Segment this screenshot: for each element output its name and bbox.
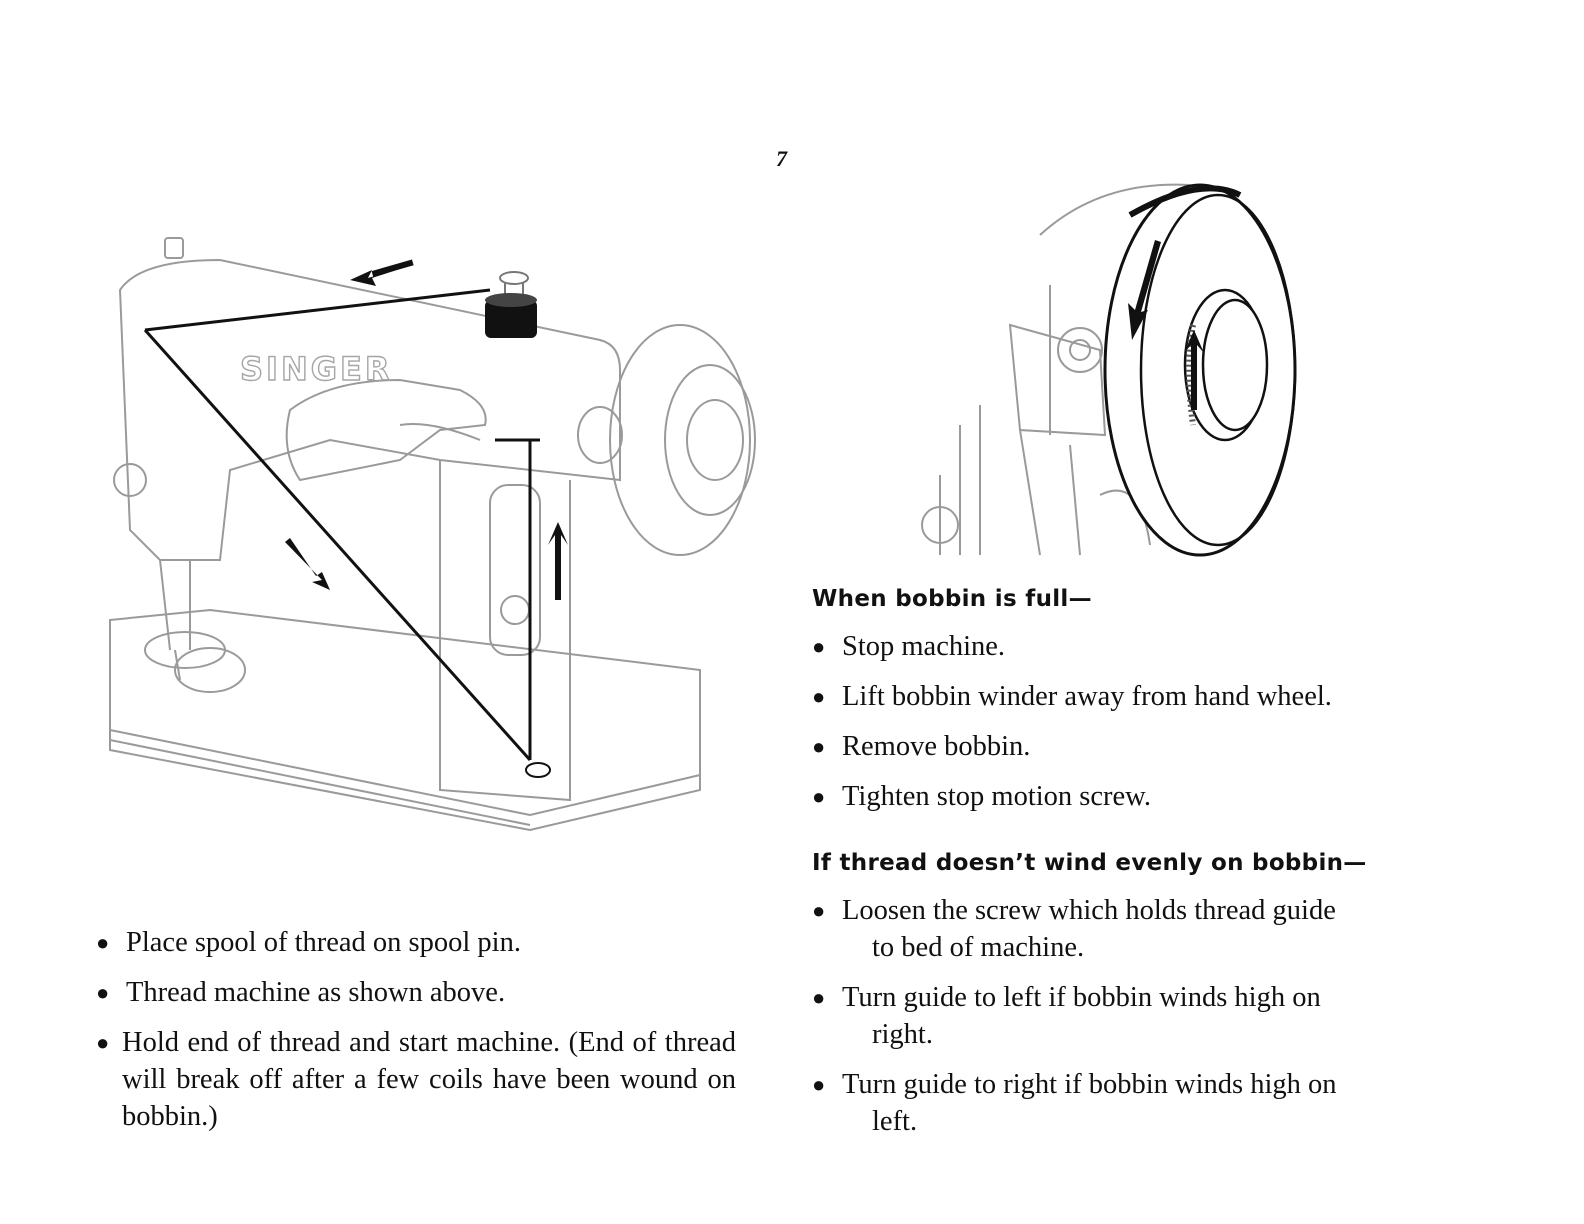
bobbin-full-steps: Stop machine. Lift bobbin winder away fr… — [812, 628, 1462, 828]
rotation-arrows — [1128, 240, 1204, 410]
list-item-text: Hold end of thread and start machine. (E… — [122, 1027, 736, 1132]
brand-lettering: SINGER — [240, 350, 393, 388]
bobbin-full-heading: When bobbin is full— — [812, 586, 1092, 612]
list-item: Lift bobbin winder away from hand wheel. — [812, 678, 1462, 715]
list-item-first-line: Turn guide to right if bobbin winds high… — [842, 1069, 1337, 1100]
uneven-winding-heading: If thread doesn’t wind evenly on bobbin— — [812, 850, 1367, 876]
hand-wheel-illustration — [921, 183, 1297, 557]
thread-guide — [525, 762, 551, 778]
list-item: Thread machine as shown above. — [96, 974, 736, 1011]
thread-path — [143, 288, 540, 762]
list-item: Loosen the screw which holds thread guid… — [812, 892, 1462, 966]
thread-spool — [485, 271, 537, 338]
list-item-first-line: Turn guide to left if bobbin winds high … — [842, 982, 1321, 1013]
hand-wheel — [1103, 183, 1297, 557]
list-item: Tighten stop motion screw. — [812, 778, 1462, 815]
list-item: Hold end of thread and start machine. (E… — [96, 1024, 736, 1135]
list-item-continuation: right. — [872, 1019, 933, 1050]
page-number: 7 — [776, 146, 787, 171]
sewing-machine-illustration: SINGER — [109, 237, 756, 832]
list-item: Turn guide to left if bobbin winds high … — [812, 979, 1462, 1053]
list-item-first-line: Loosen the screw which holds thread guid… — [842, 895, 1336, 926]
list-item: Remove bobbin. — [812, 728, 1462, 765]
list-item-continuation: to bed of machine. — [872, 932, 1085, 963]
list-item-continuation: left. — [872, 1106, 918, 1137]
list-item: Turn guide to right if bobbin winds high… — [812, 1066, 1462, 1140]
list-item: Place spool of thread on spool pin. — [96, 924, 736, 961]
direction-arrows — [285, 259, 568, 600]
list-item: Stop machine. — [812, 628, 1462, 665]
threading-steps: Place spool of thread on spool pin. Thre… — [96, 924, 736, 1148]
uneven-winding-steps: Loosen the screw which holds thread guid… — [812, 892, 1462, 1153]
